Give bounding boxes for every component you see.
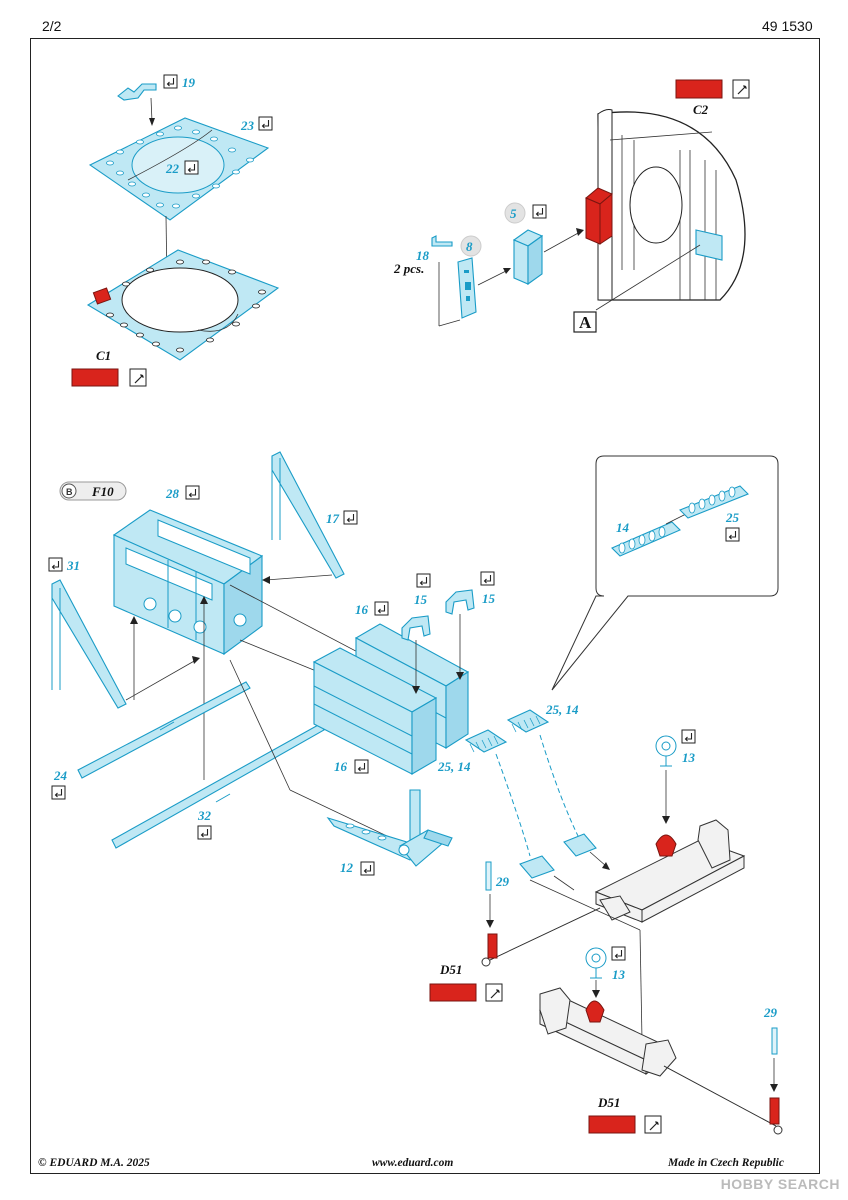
label-32: 32 <box>197 808 212 823</box>
label-15b: 15 <box>482 591 496 606</box>
label-29b: 29 <box>763 1005 778 1020</box>
label-13a: 13 <box>682 750 696 765</box>
part-5-block <box>512 229 544 286</box>
label-19: 19 <box>182 75 196 90</box>
label-12: 12 <box>340 860 354 875</box>
detail-letter: A <box>579 313 592 332</box>
label-14: 14 <box>616 520 630 535</box>
detail-callout <box>551 455 779 691</box>
website-text: www.eduard.com <box>372 1157 454 1169</box>
label-13b: 13 <box>612 967 626 982</box>
label-24: 24 <box>53 768 68 783</box>
part-28-box <box>112 509 264 656</box>
part-12-bracket <box>326 789 453 867</box>
tool-badge-f10: B F10 <box>59 481 127 501</box>
part-32-rail <box>111 723 325 849</box>
label-2pcs: 2 pcs. <box>393 261 424 276</box>
copyright-text: © EDUARD M.A. 2025 <box>38 1157 150 1169</box>
bend-icon <box>360 861 375 876</box>
label-16a: 16 <box>355 602 369 617</box>
label-2514a: 25, 14 <box>545 702 579 717</box>
label-16b: 16 <box>334 759 348 774</box>
part-25-chain <box>679 485 749 519</box>
remove-swatch-c2 <box>675 79 723 99</box>
bend-icon <box>163 74 178 89</box>
part-16-box-lower <box>312 647 438 775</box>
bend-icon <box>611 946 626 961</box>
label-15a: 15 <box>414 592 428 607</box>
part-14-chain <box>611 521 681 557</box>
instruction-frame <box>30 38 820 1174</box>
bend-icon <box>725 527 740 542</box>
part-29-rod <box>771 1027 778 1055</box>
gun-assembly-upper <box>481 819 746 967</box>
bend-icon <box>184 160 199 175</box>
part-25-14-strip <box>506 709 550 733</box>
label-28: 28 <box>165 486 180 501</box>
page-number: 2/2 <box>42 18 62 34</box>
label-c2: C2 <box>693 102 709 117</box>
remove-swatch-d51b <box>588 1115 636 1134</box>
label-22: 22 <box>165 161 180 176</box>
number-badge <box>504 202 526 224</box>
label-8: 8 <box>466 239 473 254</box>
part-25-14-strip <box>464 729 508 753</box>
watermark: HOBBY SEARCH <box>720 1176 840 1192</box>
bend-icon <box>48 557 63 572</box>
label-31: 31 <box>66 558 80 573</box>
part-18-clip <box>431 235 453 247</box>
gun-assembly-lower <box>539 987 783 1135</box>
detail-label-box <box>573 311 597 333</box>
bend-icon <box>681 729 696 744</box>
part-13-sight <box>585 947 607 979</box>
number-badge <box>460 235 482 257</box>
svg-text:F10: F10 <box>91 484 114 499</box>
label-5: 5 <box>510 206 517 221</box>
origin-text: Made in Czech Republic <box>668 1157 784 1169</box>
remove-block-c2 <box>585 187 613 245</box>
svg-text:B: B <box>66 487 73 497</box>
product-code: 49 1530 <box>762 18 813 34</box>
part-13-sight <box>655 735 677 767</box>
remove-mark-lower <box>585 1000 780 1125</box>
label-29a: 29 <box>495 874 510 889</box>
remove-swatch-c1 <box>71 368 119 387</box>
part-15-bracket <box>445 589 475 615</box>
label-25: 25 <box>725 510 740 525</box>
part-25-14-placed <box>519 833 597 879</box>
bend-icon <box>258 116 273 131</box>
label-d51b: D51 <box>597 1095 620 1110</box>
bend-icon <box>374 601 389 616</box>
label-c1: C1 <box>96 348 111 363</box>
bend-icon <box>197 825 212 840</box>
part-15-bracket <box>401 615 431 641</box>
part-8-placed <box>695 229 723 261</box>
bend-icon <box>416 573 431 588</box>
bend-icon <box>51 785 66 800</box>
part-19-bracket <box>117 83 157 101</box>
part-24-rail <box>77 681 251 779</box>
label-18: 18 <box>416 248 430 263</box>
plate-opening <box>131 136 225 194</box>
bend-icon <box>343 510 358 525</box>
bend-icon <box>185 485 200 500</box>
bend-icon <box>532 204 547 219</box>
bend-icon <box>480 571 495 586</box>
part-29-rod <box>485 861 492 891</box>
bend-icon <box>354 759 369 774</box>
label-23: 23 <box>240 118 255 133</box>
label-2514b: 25, 14 <box>437 759 471 774</box>
label-d51a: D51 <box>439 962 462 977</box>
plate-holes <box>106 125 254 209</box>
label-17: 17 <box>326 511 340 526</box>
remove-marker-c1 <box>92 287 112 305</box>
remove-mark-upper <box>487 834 677 959</box>
remove-swatch-d51a <box>429 983 477 1002</box>
